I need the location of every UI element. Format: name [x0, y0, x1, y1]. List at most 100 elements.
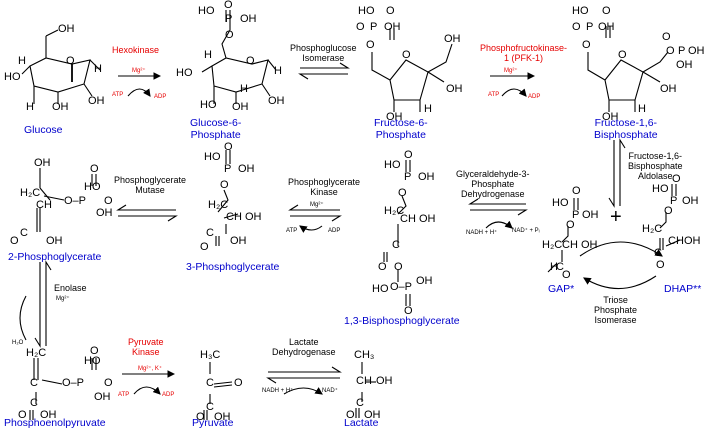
atom-label: OH [682, 195, 699, 207]
pgi-label: Phosphoglucose Isomerase [290, 43, 357, 63]
tpi-bottom-arc [583, 275, 657, 290]
atom-label: O [572, 185, 581, 197]
atom-label: C [30, 397, 38, 409]
atom-label: OH [688, 45, 705, 57]
atom-label: C [206, 401, 214, 413]
atom-label: C [206, 227, 214, 239]
atom-label: OH [598, 21, 615, 33]
pyruvate-structure [203, 362, 233, 420]
ldh-cofactor-arc [283, 387, 323, 395]
gapdh-nadh: NADH + H⁺ [466, 230, 498, 236]
bpg13-label: 1,3-Bisphosphoglycerate [344, 315, 460, 327]
atom-label: H [274, 65, 282, 77]
pgk-cofactor-arc [299, 225, 323, 233]
atom-label: CH [668, 235, 684, 247]
atom-label: O [10, 235, 19, 247]
atom-label: H [18, 55, 26, 67]
atom-label: OH [416, 275, 433, 287]
pfk-mg: Mg²⁺ [504, 68, 518, 74]
gapdh-nad-pi: NAD⁺ + Pᵢ [512, 228, 540, 234]
atom-label: CH OH [226, 211, 262, 223]
pk-cofactor-arc [133, 386, 161, 395]
lactate-structure [355, 362, 376, 418]
atom-label: O [672, 173, 681, 185]
enolase-mg: Mg²⁺ [56, 296, 70, 302]
hexokinase-cofactor-arc [127, 88, 151, 97]
atom-label: C [206, 377, 214, 389]
pep-label: Phosphoenolpyruvate [4, 417, 106, 429]
atom-label: H [26, 101, 34, 113]
g6p-structure [201, 10, 277, 104]
pgk-forward-arrow [290, 215, 342, 222]
atom-label: P [224, 163, 232, 175]
atom-label: C [654, 247, 662, 259]
atom-label: OH [58, 23, 75, 35]
atom-label: O [366, 39, 375, 51]
atom-label: H [240, 83, 248, 95]
hexokinase-label: Hexokinase [112, 45, 160, 55]
glucose-structure [21, 29, 101, 104]
atom-label: H [204, 49, 212, 61]
atom-label: H₃C [200, 349, 221, 361]
atom-label: OH [376, 375, 393, 387]
atom-label: O [196, 411, 205, 423]
atom-label: H₂C [208, 199, 229, 211]
atom-label: O [346, 409, 355, 421]
hexokinase-adp: ADP [154, 94, 167, 100]
pg2-structure [36, 168, 97, 232]
atom-label: OH [582, 209, 599, 221]
pk-mg-k: Mg²⁺, K⁺ [138, 366, 163, 372]
atom-label: O [378, 261, 387, 273]
atom-label: H₂C [20, 187, 41, 199]
gapdh-label: Glyceraldehyde-3- Phosphate Dehydrogenas… [456, 169, 530, 199]
atom-label: OH [240, 13, 257, 25]
f16bp-label: Fructose-1,6- Bisphosphate [594, 117, 658, 141]
atom-label: P [586, 21, 594, 33]
gapdh-forward-arrow [470, 209, 528, 216]
atom-label: HO [552, 197, 569, 209]
atom-label: O–P [390, 281, 413, 293]
lactate-label: Lactate [344, 417, 379, 429]
atom-label: O [664, 205, 673, 217]
atom-label: P [678, 45, 686, 57]
atom-label: OH [52, 101, 69, 113]
atom-label: OH [684, 235, 701, 247]
atom-label: HO [572, 5, 589, 17]
atom-label: O–P [64, 195, 87, 207]
atom-label: HO [372, 283, 389, 295]
aldolase-label: Fructose-1,6- Bisphosphate Aldolase [628, 151, 683, 181]
atom-label: O [404, 305, 413, 317]
atom-label: HO [198, 5, 215, 17]
aldolase-down-arrow [608, 140, 615, 208]
atom-label: OH [676, 59, 693, 71]
pg2-label: 2-Phosphoglycerate [8, 251, 102, 263]
atom-label: CH [36, 199, 52, 211]
atom-label: O [566, 219, 575, 231]
atom-label: O [90, 345, 99, 357]
pgk-atp: ATP [286, 228, 298, 234]
tpi-label: Triose Phosphate Isomerase [594, 295, 638, 325]
bpg13-structure [383, 160, 411, 306]
atom-label: O [18, 409, 27, 421]
pk-adp: ADP [162, 392, 175, 398]
atom-label: O [572, 21, 581, 33]
atom-label: O [220, 179, 229, 191]
atom-label: HO [84, 181, 101, 193]
atom-label: OH [268, 95, 285, 107]
pgk-reverse-arrow [288, 204, 340, 211]
pep-structure [29, 358, 97, 420]
f16bp-structure [587, 26, 669, 112]
atom-label: H [638, 103, 646, 115]
f6p-label: Fructose-6- Phosphate [374, 117, 428, 141]
atom-label: HO [176, 67, 193, 79]
dhap-structure [659, 184, 681, 250]
atom-label: H [550, 261, 558, 273]
pfk-cofactor-arc [501, 88, 527, 97]
atom-label: P [370, 21, 378, 33]
dhap-label: DHAP** [664, 283, 702, 295]
atom-label: O [90, 163, 99, 175]
atom-label: HO [652, 183, 669, 195]
gap-label: GAP* [548, 283, 575, 295]
atom-label: O [666, 45, 675, 57]
